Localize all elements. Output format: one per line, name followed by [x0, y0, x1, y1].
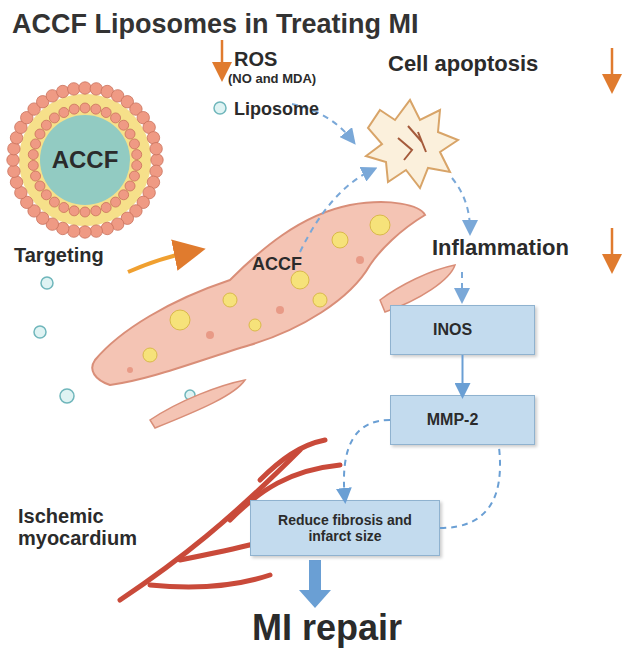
text-label: ACCF [252, 255, 312, 275]
process-box: INOS [390, 305, 535, 355]
apoptotic-cell [366, 100, 458, 188]
text-label: Targeting [14, 244, 134, 266]
cell-granule [127, 256, 364, 373]
drug-particle [143, 215, 390, 362]
connector [462, 355, 464, 395]
process-box: MMP-2 [390, 395, 535, 445]
connector [440, 445, 500, 528]
text-label: ROS [234, 48, 314, 70]
dna-fragment [398, 126, 426, 160]
decrease-arrow [221, 40, 224, 72]
flow-arrow [292, 104, 470, 298]
liposome-circle: ACCF [5, 80, 165, 240]
myocardial-cell [150, 380, 245, 428]
connector [344, 420, 390, 500]
decrease-arrow [611, 228, 614, 264]
title: ACCF Liposomes in Treating MI [12, 10, 419, 40]
text-label: Ischemic myocardium [18, 505, 138, 549]
result-arrow [299, 560, 331, 608]
node-text: Reduce fibrosis and infarct size [259, 512, 431, 544]
text-label: Liposome [234, 100, 334, 120]
text-label: Cell apoptosis [388, 52, 608, 76]
node-text: ACCF [52, 146, 119, 174]
text-label: Inflammation [432, 236, 602, 260]
myocardial-cell [92, 202, 425, 385]
decrease-arrow [611, 48, 614, 84]
targeting-arrow [128, 252, 190, 272]
process-box: Reduce fibrosis and infarct size [250, 500, 440, 556]
text-label: MI repair [252, 608, 472, 648]
node-text: INOS [433, 321, 472, 339]
node-text: MMP-2 [427, 411, 479, 429]
text-label: (NO and MDA) [228, 72, 338, 86]
